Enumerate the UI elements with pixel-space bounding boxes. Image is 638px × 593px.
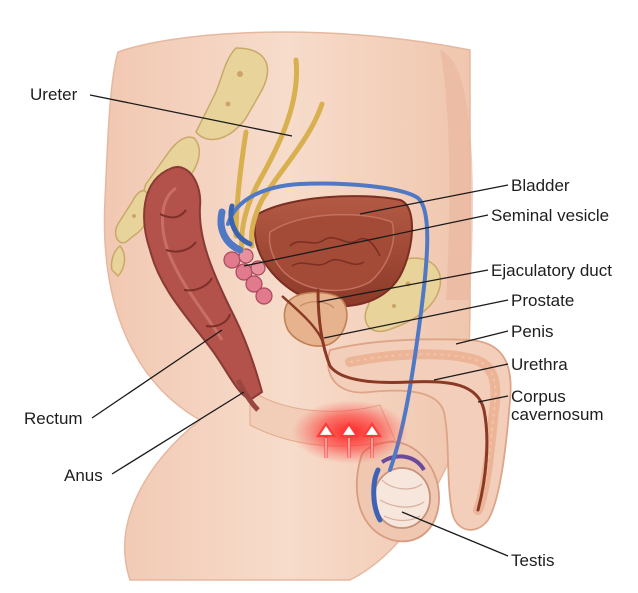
urethra-duct [281,288,489,512]
prostate-organ [283,291,348,347]
leader-bladder [359,184,509,215]
label-corpus-cavernosum-line2: cavernosum [511,405,604,424]
bladder-organ [253,195,413,308]
label-ureter: Ureter [30,85,78,104]
leader-testis [401,511,509,557]
leader-seminal-vesicle [243,214,489,267]
label-bladder: Bladder [511,176,570,195]
upward-arrow-icon [315,422,337,458]
leader-prostate [323,299,509,339]
label-ejaculatory-duct: Ejaculatory duct [491,261,612,280]
leader-penis [455,330,509,345]
label-prostate: Prostate [511,291,575,310]
leader-urethra [433,363,509,381]
seminal-vesicle-organ [223,248,273,305]
label-anus: Anus [64,466,103,485]
label-seminal-vesicle: Seminal vesicle [491,206,610,225]
upward-arrow-icon [361,422,383,458]
label-testis: Testis [511,551,555,570]
ureter-tubes [233,57,325,253]
leader-ejaculatory-duct [317,269,489,303]
abdomen-shadow [440,50,473,300]
label-penis: Penis [511,322,554,341]
upward-arrow-icon [338,422,360,458]
leader-corpus-cavernosum [477,395,509,403]
label-corpus-cavernosum-line1: Corpus [511,387,566,406]
leader-lines [89,94,509,557]
testis-organ [371,454,431,529]
label-rectum: Rectum [24,409,83,428]
anal-canal [235,378,260,412]
leader-ureter [89,94,293,137]
leader-rectum [91,329,223,419]
label-urethra: Urethra [511,355,568,374]
leader-anus [111,391,245,475]
